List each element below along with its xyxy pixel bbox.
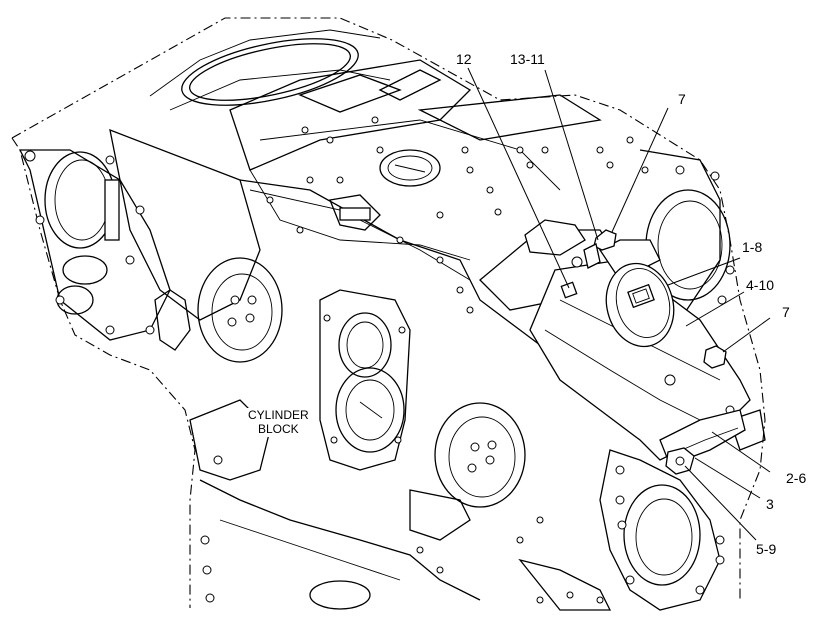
block-outline bbox=[11, 17, 766, 608]
central-bulkhead bbox=[319, 289, 411, 471]
block-label-line1: CYLINDER bbox=[248, 408, 309, 422]
callout-12: 12 bbox=[456, 51, 472, 67]
deck-bolt-holes bbox=[301, 116, 649, 219]
callout-3: 3 bbox=[766, 496, 774, 512]
pulley-hubs bbox=[154, 257, 526, 508]
component-assembly bbox=[479, 219, 751, 475]
front-side-face bbox=[109, 128, 621, 421]
callout-7-top: 7 bbox=[678, 91, 686, 107]
leader-lines bbox=[467, 67, 771, 541]
callout-5-9: 5-9 bbox=[756, 541, 777, 557]
callout-7-mid: 7 bbox=[782, 304, 790, 320]
callout-1-8: 1-8 bbox=[742, 239, 763, 255]
cylinder-bore-top bbox=[149, 29, 391, 111]
left-end-face bbox=[18, 149, 171, 341]
callout-2-6: 2-6 bbox=[786, 470, 807, 486]
callout-4-10: 4-10 bbox=[746, 277, 775, 293]
cylinder-block-label: CYLINDER BLOCK bbox=[246, 408, 311, 437]
callout-13-11: 13-11 bbox=[510, 51, 545, 67]
block-label-line2: BLOCK bbox=[258, 422, 299, 437]
lower-rails bbox=[189, 399, 612, 611]
top-deck bbox=[229, 59, 602, 261]
